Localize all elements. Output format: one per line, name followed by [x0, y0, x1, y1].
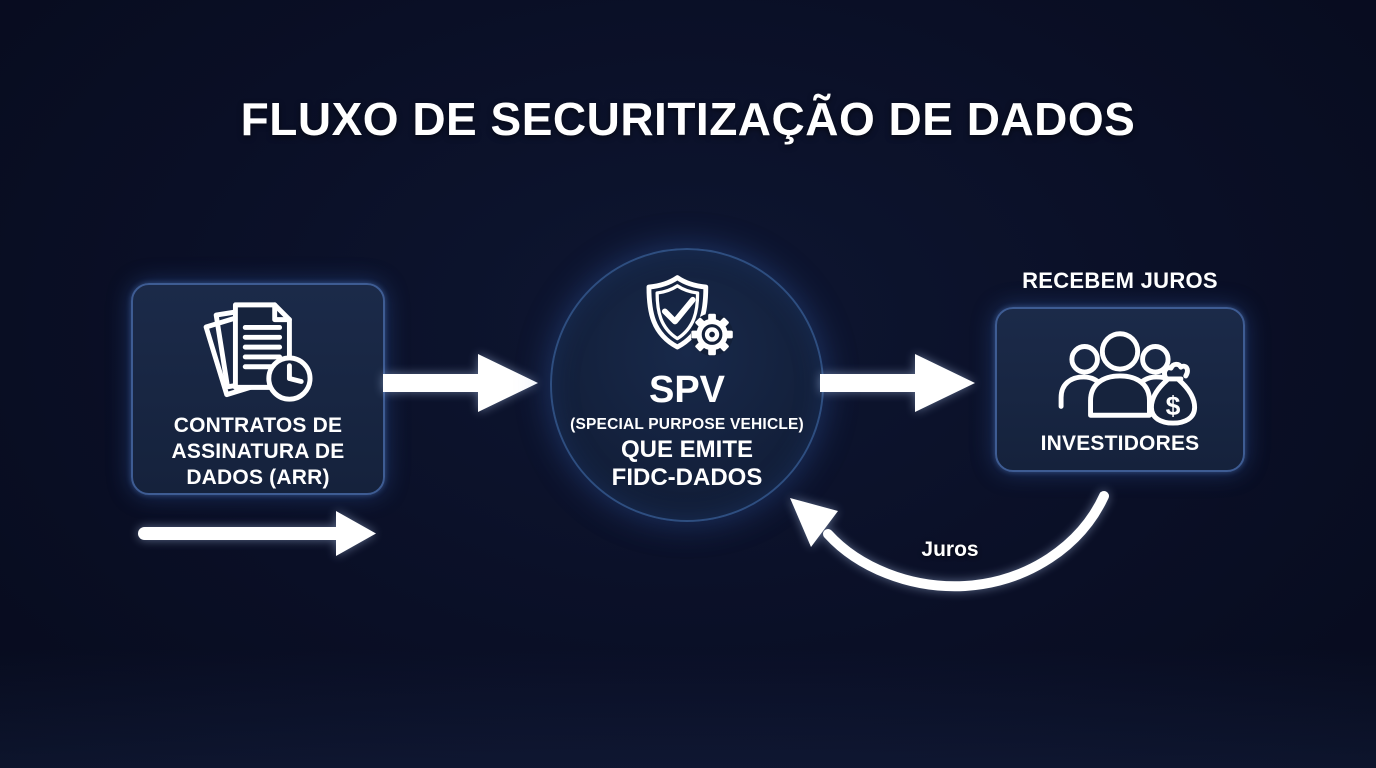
recebem-juros-label: RECEBEM JUROS	[1022, 268, 1218, 293]
arrow-spv-to-investors	[820, 354, 975, 412]
node-investidores-label: INVESTIDORES	[1040, 432, 1200, 455]
arrow-contracts-to-spv	[383, 354, 538, 412]
spv-heading: SPV	[648, 369, 726, 411]
spv-subheading: (SPECIAL PURPOSE VEHICLE)	[570, 415, 804, 433]
investors-moneybag-icon: $	[1041, 320, 1199, 428]
node-contratos-label: CONTRATOS DE ASSINATURA DE DADOS (ARR)	[171, 414, 345, 489]
arrow-juros-return	[790, 491, 1109, 592]
juros-label: Juros	[921, 538, 979, 561]
node-investidores: $ INVESTIDORES	[995, 307, 1245, 472]
svg-text:$: $	[1166, 391, 1181, 421]
documents-clock-icon	[194, 299, 322, 407]
shield-check-gear-icon	[634, 272, 740, 370]
arrow-contracts-output	[138, 511, 376, 556]
page-title: FLUXO DE SECURITIZAÇÃO DE DADOS	[240, 93, 1136, 145]
spv-line-que-emite: QUE EMITE	[620, 435, 753, 463]
node-contratos-assinatura: CONTRATOS DE ASSINATURA DE DADOS (ARR)	[131, 283, 385, 495]
spv-line-fidc-dados: FIDC-DADOS	[611, 463, 763, 491]
node-spv: SPV (SPECIAL PURPOSE VEHICLE) QUE EMITE …	[550, 248, 824, 522]
